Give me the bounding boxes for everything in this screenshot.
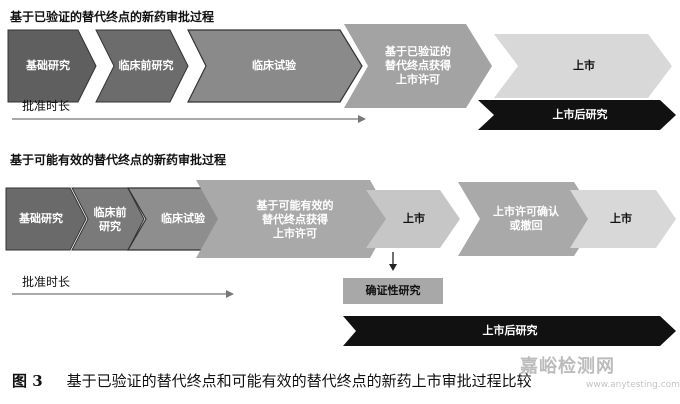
- s1-time-arrowhead: [358, 115, 366, 123]
- s1-stage3-shape: [187, 29, 363, 103]
- s1-stage1-shape: [7, 29, 97, 103]
- s2-stage3-label: 临床试验: [161, 212, 205, 225]
- s2-stage5-shape: [366, 190, 460, 248]
- s2-confirm-label: 确证性研究: [365, 284, 421, 297]
- s1-stage4-label: 基于已验证的 替代终点获得 上市许可: [385, 45, 451, 86]
- s2-stage7-label: 上市: [610, 212, 632, 225]
- s2-stage6-label: 上市许可确认 或撤回: [493, 205, 559, 232]
- section2-title: 基于可能有效的替代终点的新药审批过程: [10, 153, 227, 167]
- figure-caption: 图 3 基于已验证的替代终点和可能有效的替代终点的新药上市审批过程比较: [12, 370, 532, 391]
- s1-stage4-shape: [344, 24, 492, 108]
- s1-stage5-label: 上市: [573, 59, 595, 72]
- s2-stage4-shape: [196, 180, 392, 258]
- s1-postmarket-label: 上市后研究: [552, 108, 608, 121]
- s1-approval-time: 批准时长: [22, 99, 71, 113]
- s2-stage1-label: 基础研究: [19, 212, 63, 225]
- s2-stage6-shape: [458, 182, 598, 256]
- figure-number: 图 3: [12, 372, 43, 390]
- s2-down-arrowhead: [389, 264, 397, 271]
- figure-caption-text: 基于已验证的替代终点和可能有效的替代终点的新药上市审批过程比较: [66, 372, 532, 390]
- s1-stage1-label: 基础研究: [26, 59, 70, 72]
- s2-stage7-shape: [570, 190, 676, 248]
- s2-stage4-label: 基于可能有效的 替代终点获得 上市许可: [256, 199, 334, 240]
- s2-approval-time: 批准时长: [22, 275, 71, 289]
- s1-stage3-label: 临床试验: [252, 59, 296, 72]
- section1-title: 基于已验证的替代终点的新药审批过程: [10, 10, 215, 24]
- watermark-sub: www.anytesting.com: [586, 380, 680, 390]
- s1-stage2-shape: [95, 29, 189, 103]
- s2-stage5-label: 上市: [403, 212, 425, 225]
- s1-stage5-shape: [494, 34, 672, 98]
- s2-postmarket-shape: [343, 316, 676, 346]
- s1-stage2-label: 临床前研究: [118, 59, 174, 72]
- s2-stage1-shape: [5, 187, 87, 251]
- s2-stage2-label: 临床前 研究: [93, 206, 127, 233]
- watermark: 嘉峪检测网: [520, 356, 615, 377]
- s2-confirm-box: [343, 278, 443, 304]
- s2-time-arrowhead: [226, 290, 234, 298]
- s1-postmarket-shape: [478, 100, 676, 130]
- s2-postmarket-label: 上市后研究: [482, 324, 538, 337]
